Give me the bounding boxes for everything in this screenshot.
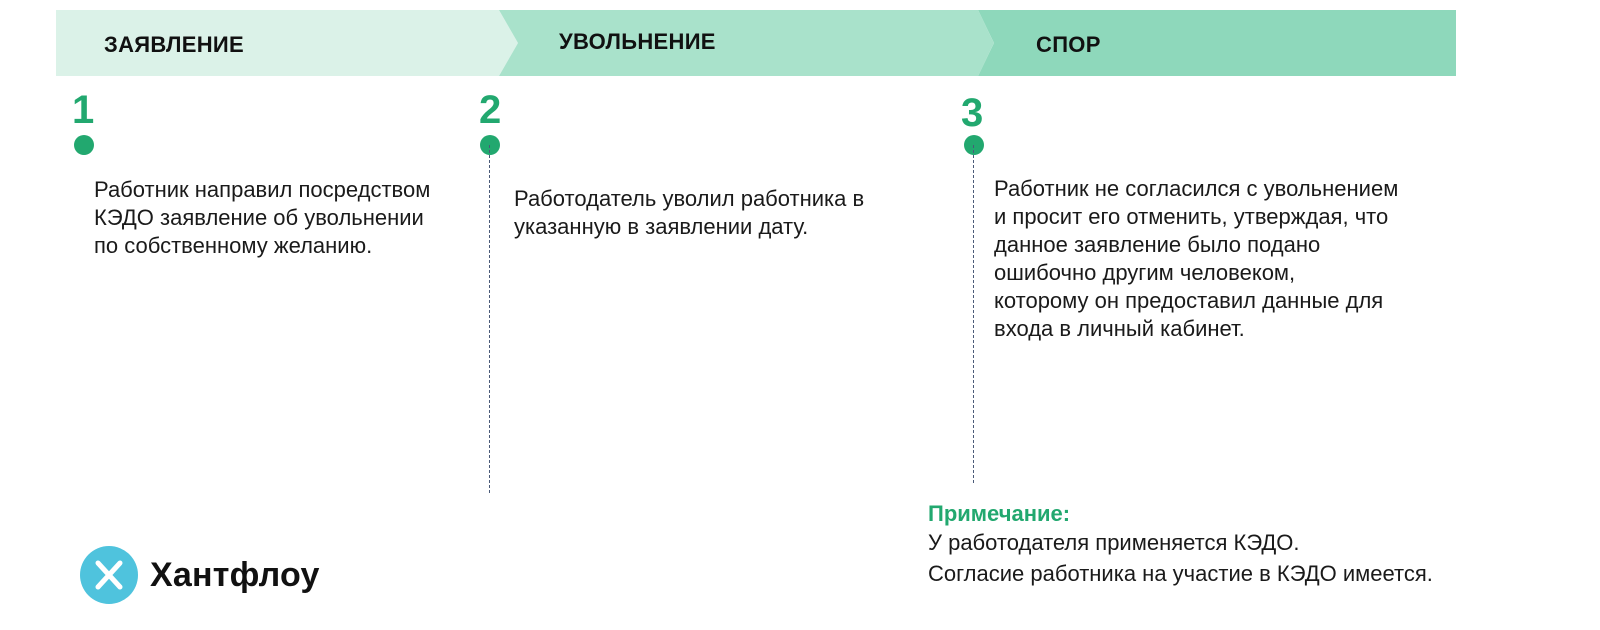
x-icon [80, 546, 138, 604]
step-1-description: Работник направил посредством КЭДО заявл… [94, 176, 430, 260]
step-2-dot [480, 135, 500, 155]
stage-3-arrow [978, 10, 1456, 76]
stage-2-arrow [499, 10, 994, 76]
step-2-divider [489, 145, 490, 493]
stage-2-title: УВОЛЬНЕНИЕ [559, 29, 716, 54]
step-3-divider [973, 145, 974, 483]
description-line: которому он предоставил данные для [994, 288, 1384, 313]
note-line-1: У работодателя применяется КЭДО. [928, 530, 1300, 555]
description-line: ошибочно другим человеком, [994, 260, 1296, 285]
description-line: входа в личный кабинет. [994, 316, 1245, 341]
brand-name: Хантфлоу [150, 555, 320, 594]
description-line: Работник направил посредством [94, 177, 431, 202]
description-line: по собственному желанию. [94, 233, 373, 258]
description-line: указанную в заявлении дату. [514, 214, 809, 239]
step-1-number: 1 [72, 88, 95, 132]
step-1-dot [74, 135, 94, 155]
step-3-description: Работник не согласился с увольнением и п… [994, 175, 1398, 343]
description-line: Работодатель уволил работника в [514, 186, 865, 211]
description-line: данное заявление было подано [994, 232, 1321, 257]
description-line: и просит его отменить, утверждая, что [994, 204, 1389, 229]
step-2-number: 2 [479, 88, 502, 132]
stage-3-title: СПОР [1036, 32, 1101, 57]
note-title: Примечание: [928, 501, 1071, 526]
stages-arrows [56, 10, 1456, 76]
stages-banner: ЗАЯВЛЕНИЕ УВОЛЬНЕНИЕ СПОР [56, 10, 1456, 76]
step-3-dot [964, 135, 984, 155]
brand-logo: Хантфлоу [80, 546, 320, 604]
stage-1-arrow [56, 10, 518, 76]
description-line: КЭДО заявление об увольнении [94, 205, 424, 230]
stage-1-title: ЗАЯВЛЕНИЕ [104, 32, 245, 57]
step-3-number: 3 [961, 91, 984, 135]
note-line-2: Согласие работника на участие в КЭДО име… [928, 561, 1433, 586]
description-line: Работник не согласился с увольнением [994, 176, 1399, 201]
step-2-description: Работодатель уволил работника в указанну… [514, 185, 864, 241]
